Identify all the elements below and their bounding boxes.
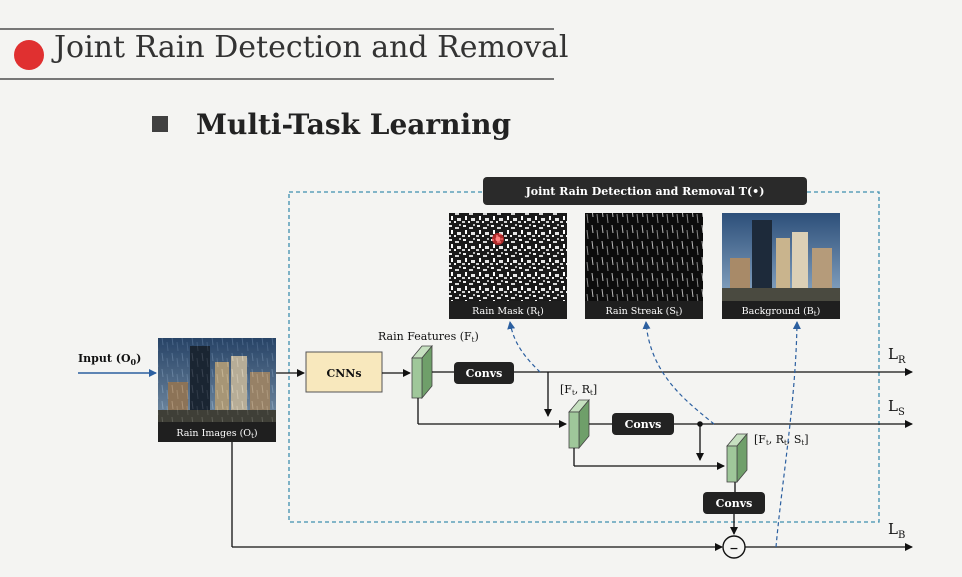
concat-block-2 xyxy=(726,432,748,484)
square-bullet-icon xyxy=(152,116,168,132)
background-caption-bar xyxy=(722,301,840,319)
cnn-label: CNNs xyxy=(326,367,361,380)
rain-features-label: Rain Features (Ft) xyxy=(378,330,479,344)
rain-image-thumbnail xyxy=(158,338,276,422)
loss-b-label: LB xyxy=(888,520,905,541)
convs-label-2: Convs xyxy=(625,418,662,431)
top-divider xyxy=(0,28,554,30)
rain-mask-caption-bar xyxy=(449,301,567,319)
convs-box-2 xyxy=(612,413,674,435)
fr-label: [Ft, Rt] xyxy=(560,383,597,397)
module-title: Joint Rain Detection and Removal T(•) xyxy=(525,185,765,198)
rain-streak-image xyxy=(585,213,703,301)
cnn-box xyxy=(305,351,383,393)
concat-block-1 xyxy=(568,398,590,450)
title-underline xyxy=(0,78,554,80)
rain-streak-caption: Rain Streak (St) xyxy=(606,306,683,318)
convs-box-1 xyxy=(454,362,514,384)
slide-title: Joint Rain Detection and Removal xyxy=(54,30,569,65)
background-image xyxy=(722,213,840,301)
module-title-box xyxy=(483,177,807,205)
loss-r-label: LR xyxy=(888,345,906,366)
background-caption: Background (Bt) xyxy=(742,306,821,318)
rain-image-caption-bar xyxy=(158,422,276,442)
rain-mask-caption: Rain Mask (Rt) xyxy=(472,306,544,318)
rain-mask-image xyxy=(449,213,567,301)
minus-symbol: − xyxy=(729,542,738,555)
frs-label: [Ft, Rt, St] xyxy=(754,433,809,447)
loss-s-label: LS xyxy=(888,397,905,418)
background-dashed-arrow xyxy=(775,321,801,548)
rain-streak-caption-bar xyxy=(585,301,703,319)
mask-dashed-arrow xyxy=(507,321,541,373)
slide-subtitle: Multi-Task Learning xyxy=(196,108,512,141)
convs-box-3 xyxy=(703,492,765,514)
title-bullet-icon xyxy=(14,40,44,70)
streak-dashed-arrow xyxy=(642,321,715,425)
rain-features-block xyxy=(411,344,433,400)
convs-label-3: Convs xyxy=(716,497,753,510)
input-label: Input (O0) xyxy=(78,352,141,367)
rain-image-caption: Rain Images (Ot) xyxy=(176,428,257,440)
convs-label-1: Convs xyxy=(466,367,503,380)
